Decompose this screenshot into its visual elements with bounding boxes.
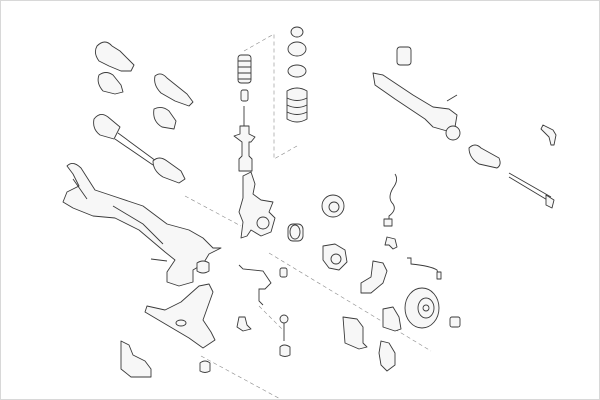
brake-caliper [342, 316, 368, 350]
steering-rack [372, 72, 461, 141]
cv-boot-outer-2 [154, 73, 194, 107]
steering-knuckle [238, 171, 276, 239]
engine-mount-bracket [120, 340, 152, 378]
tie-rod [508, 172, 555, 209]
hub-nut [449, 316, 461, 328]
assembly-guide-lines [184, 33, 432, 399]
control-arm-bushing-top [196, 260, 210, 274]
cv-boot-outer [94, 41, 135, 72]
brake-disc [404, 287, 440, 329]
tie-rod-end [540, 124, 557, 146]
strut-top-mount-stack [286, 26, 308, 123]
lower-control-arm [144, 283, 216, 349]
shock-absorber [233, 106, 256, 172]
brake-dust-shield [360, 260, 388, 294]
bump-stop [240, 89, 249, 102]
brake-pads [382, 306, 402, 332]
steering-rack-boot [468, 144, 501, 169]
steering-rack-bushing [396, 46, 412, 66]
brake-hose [407, 257, 442, 280]
ball-joint [236, 316, 252, 332]
wheel-bearing [287, 223, 304, 242]
drive-shaft [93, 114, 186, 184]
ball-joint-pin [279, 314, 289, 341]
abs-sensor-wire [383, 173, 398, 227]
control-arm-bushing-bottom [199, 360, 211, 373]
abs-ring [321, 194, 345, 218]
front-subframe [62, 163, 222, 287]
caliper-carrier [378, 340, 396, 372]
cv-boot-inner [97, 72, 124, 95]
control-arm-bushing-rear [279, 344, 291, 357]
stabilizer-bushing [279, 267, 288, 278]
stabilizer-link-wire [238, 264, 272, 306]
cv-boot-inner-2 [153, 106, 177, 130]
sensor-bracket [384, 236, 398, 250]
wheel-hub [322, 243, 348, 271]
strut-dust-boot [237, 54, 252, 84]
